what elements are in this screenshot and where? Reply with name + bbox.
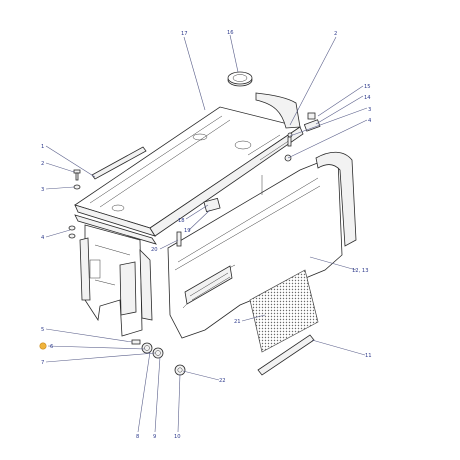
left-bracket-frame <box>79 224 153 337</box>
filler-cap <box>227 71 253 87</box>
callout-14: 14 <box>364 95 371 101</box>
bottom-rod <box>257 334 315 376</box>
left-bolts <box>73 169 81 190</box>
callout-18: 18 <box>178 218 185 224</box>
left-washer <box>68 225 76 239</box>
callout-7: 7 <box>41 360 44 366</box>
callout-4-left: 4 <box>41 235 45 241</box>
callout-22: 22 <box>219 378 226 384</box>
callout-2-top: 2 <box>334 31 337 37</box>
callout-21: 21 <box>234 319 241 325</box>
side-panel-edge-strip <box>315 151 357 247</box>
callout-4-right: 4 <box>368 118 372 124</box>
callout-8: 8 <box>136 434 139 440</box>
side-panel <box>167 159 343 339</box>
latch-parts-top-right <box>284 112 321 162</box>
callout-12-13: 12, 13 <box>352 268 369 274</box>
rear-seal-strip <box>255 92 301 129</box>
callout-5: 5 <box>41 327 44 333</box>
callout-3-right: 3 <box>368 107 371 113</box>
callout-19: 19 <box>184 228 191 234</box>
callout-2-left: 2 <box>41 161 44 167</box>
callout-17: 17 <box>181 31 188 37</box>
hood-top-panel <box>74 106 304 237</box>
leader-lines <box>45 34 368 433</box>
callout-1: 1 <box>41 144 44 150</box>
callout-labels: 17 16 2 15 14 3 4 1 2 3 4 18 19 20 12, 1… <box>41 30 372 440</box>
callout-3-left: 3 <box>41 187 44 193</box>
mesh-grille <box>249 269 319 353</box>
callout-16: 16 <box>227 30 234 36</box>
callout-20: 20 <box>151 247 158 253</box>
highlight-marker <box>39 342 47 350</box>
left-support-rod <box>91 146 147 180</box>
callout-6: 6 <box>50 344 53 350</box>
hood-edge-seal <box>74 214 157 245</box>
callout-10: 10 <box>174 434 181 440</box>
callout-15: 15 <box>364 84 371 90</box>
callout-9: 9 <box>153 434 156 440</box>
callout-11: 11 <box>365 353 372 359</box>
hinge-bushings <box>131 339 186 376</box>
